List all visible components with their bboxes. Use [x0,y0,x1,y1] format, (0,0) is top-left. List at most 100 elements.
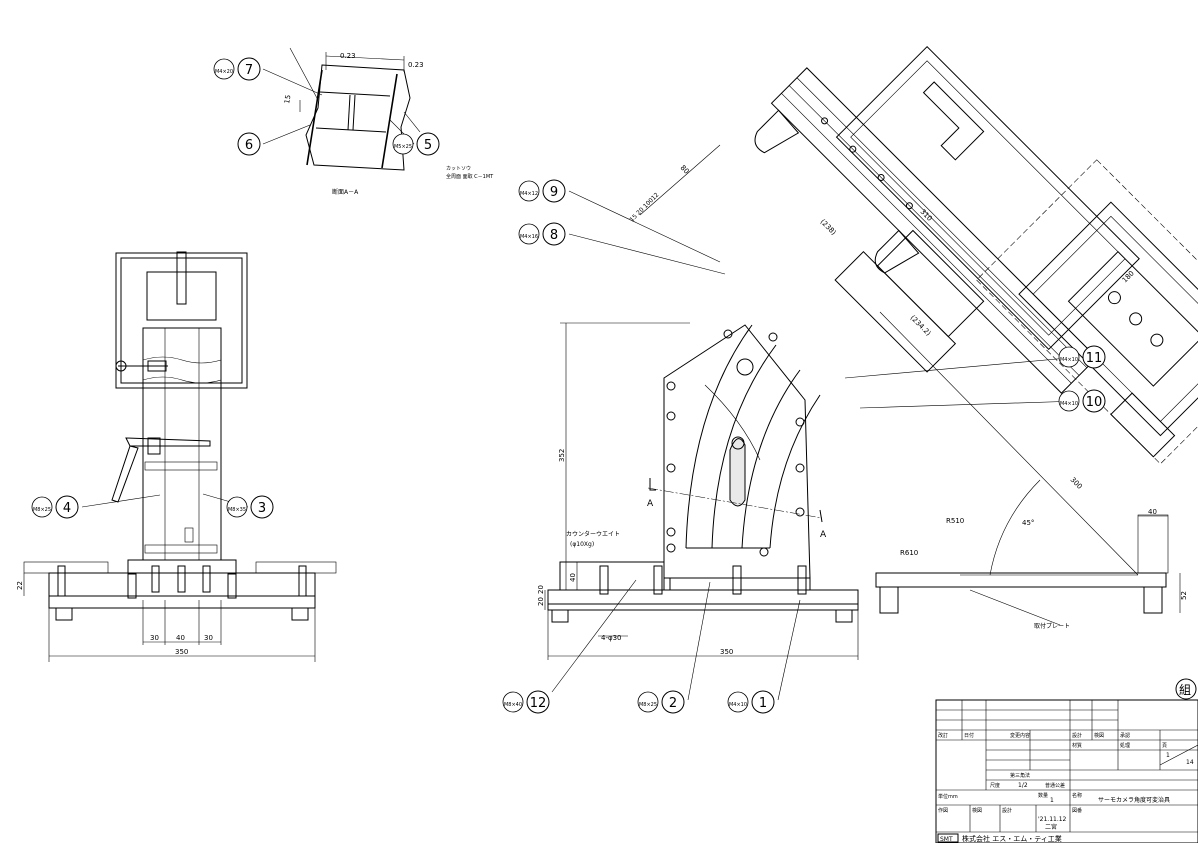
dim-len-310: 310 [919,208,934,223]
tilted-camera-assembly [754,45,1198,465]
balloon-circle [751,690,775,714]
spec-text: M4×16 [520,234,538,240]
dim-len-300: 300 [1069,476,1084,491]
base-plate-label: 取付プレート [1034,622,1070,630]
spec-text: M8×35 [228,507,246,513]
tb-qty: 1 [1050,797,1054,804]
section-mark-a-right: A [820,530,827,540]
tb-drawn-by: 二宮 [1045,823,1057,831]
balloon-number: 10 [1086,395,1103,410]
balloon-10: 10 M4×10 [1058,389,1106,413]
tb-hdr-material: 材質 [1072,742,1082,749]
balloon-number: 4 [63,501,71,516]
dim-radius-610: R610 [900,549,918,557]
spec-circle [502,691,524,713]
balloon-number: 8 [550,228,558,243]
tb-hdr-drawn: 作図 [938,807,948,814]
detail-dim-15: 15 [283,94,292,104]
section-view-label: 断面A－A [332,188,359,196]
spec-text: M8×40 [504,702,522,708]
tb-hdr-unit: 単位mm [938,793,958,800]
balloon-circle [1082,389,1106,413]
tb-hdr-tolerance: 普通公差 [1045,782,1065,789]
balloon-number: 5 [424,138,432,153]
balloon-7: 7M4×20 [213,57,261,81]
side-dim-phi30: 4-φ30 [601,634,622,642]
spec-text: M8×25 [33,507,51,513]
right-base-plate: 40 52 取付プレート [875,508,1188,630]
detail-dim-023b: 0.23 [408,61,424,69]
balloon-6: 6 [237,132,261,156]
front-dim-40: 40 [176,634,185,642]
spec-circle [637,691,659,713]
balloon-number: 9 [550,185,558,200]
tb-hdr-check2: 検図 [972,807,982,814]
dim-angle-45: 45° [1022,519,1034,527]
tb-company: 株式会社 エス・エム・ティ工業 [962,834,1062,843]
balloon-circle [250,495,274,519]
dim-radius-510: R510 [946,517,964,525]
balloon-circle [416,132,440,156]
spec-text: M4×10 [1060,401,1078,407]
dim-len-80: 80 [679,164,691,176]
detail-dim-023a: 0.23 [340,52,356,60]
balloon-number: 12 [530,696,547,711]
tb-hdr-qty: 数量 [1038,792,1048,799]
tb-hdr-name: 名称 [1072,792,1082,799]
tb-product: サーモカメラ角度可変治具 [1098,796,1170,804]
balloon-circle [526,690,550,714]
side-dim-350: 350 [720,648,733,656]
tb-hdr-drawing: 図番 [1072,807,1082,814]
spec-circle [518,223,540,245]
spec-circle [213,58,235,80]
tb-logo: SMT [940,836,953,843]
front-dim-30b: 30 [204,634,213,642]
tb-hdr-check: 検図 [1094,732,1104,739]
counterweight-label: カウンターウエイト [566,530,620,538]
dim-len-238: (238) [819,218,838,237]
balloon-3: 3 M8×35 [226,495,274,519]
balloon-circle [237,57,261,81]
balloon-number: 11 [1086,351,1103,366]
section-mark-a-left: A [647,499,654,509]
tb-hdr-design2: 設計 [1002,807,1012,814]
tb-hdr-scale: 尺度 [990,782,1000,789]
balloon-2: 2M8×25 [637,690,685,714]
side-dim-40: 40 [569,573,577,582]
balloon-circle [661,690,685,714]
tb-hdr-approve: 承認 [1120,732,1130,739]
dim-len-180: 180 [1121,269,1136,284]
tb-projection: 第三角法 [1010,772,1030,779]
balloon-number: 1 [759,696,767,711]
balloon-8: 8 M4×16 [518,222,566,246]
spec-circle [392,133,414,155]
balloon-number: 3 [258,501,266,516]
balloon-circle [1082,345,1106,369]
balloon-circle [55,495,79,519]
balloon-circle [542,179,566,203]
spec-circle [727,691,749,713]
tb-hdr-page: 頁 [1162,743,1167,749]
front-dim-350: 350 [175,648,188,656]
kumi-mark: 組 [1179,683,1191,697]
section-detail-view: 0.23 0.23 15 断面A－A カットソウ 全周面 面取 C－1MT [283,47,494,196]
tb-scale: 1/2 [1018,782,1028,789]
side-dim-352: 352 [558,449,566,462]
tb-total: 14 [1186,759,1194,766]
tb-hdr-treatment: 処理 [1120,742,1130,749]
part-balloons: 1 M4×10 2M8×25 3 M8×35 4 M8×25 5M5×25 6 7M4×20 8 M4… [31,57,1106,714]
spec-circle [1058,346,1080,368]
balloon-circle [237,132,261,156]
side-dim-20b: 20 [537,585,545,594]
balloon-4: 4 M8×25 [31,495,79,519]
tb-sheet: 1 [1166,752,1170,759]
tb-hdr-rev: 改訂 [938,732,948,739]
cut-note: カットソウ [446,165,471,172]
title-block: 組 改訂 日付 変更内容 設計 検図 承認 材質 処理 頁 1 14 第三角法 … [935,678,1198,843]
balloon-5: 5M5×25 [392,132,440,156]
balloon-number: 6 [245,138,253,153]
front-dim-22: 22 [16,581,24,590]
leader-lines [81,68,1080,701]
dim-top-40: 40 [1148,508,1157,516]
